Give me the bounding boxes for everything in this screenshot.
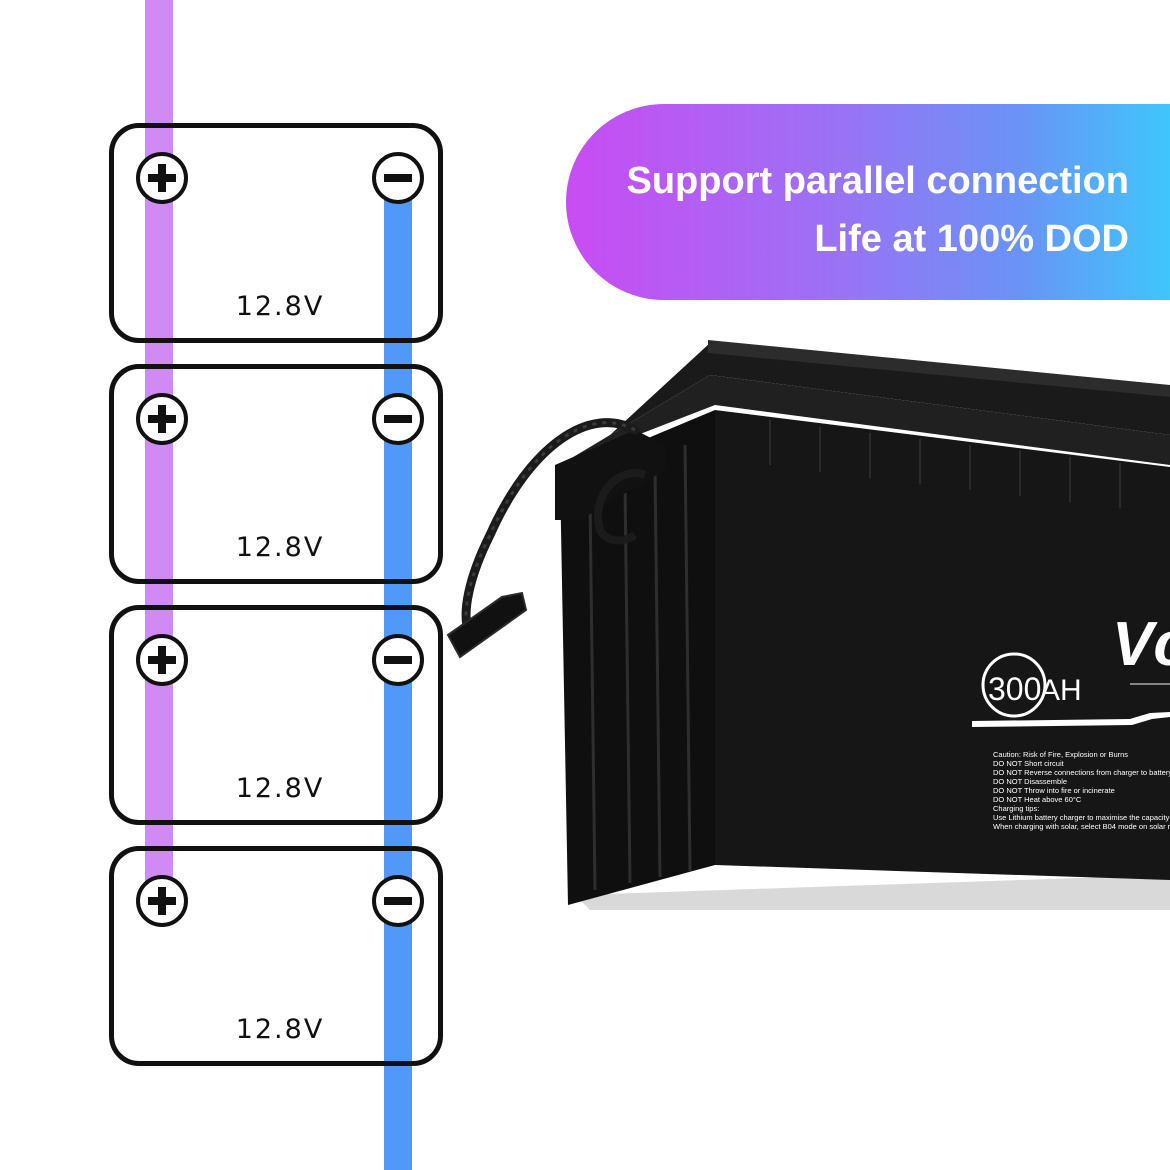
minus-terminal-icon xyxy=(372,875,424,927)
battery-cell-2: 12.8V xyxy=(109,364,443,584)
plus-terminal-icon xyxy=(136,393,188,445)
warning-line: DO NOT Throw into fire or incinerate xyxy=(993,786,1115,795)
capacity-number: 300 xyxy=(988,671,1041,707)
feature-banner: Support parallel connection Life at 100%… xyxy=(566,104,1170,300)
warning-line: Charging tips: xyxy=(993,804,1039,813)
warning-line: DO NOT Disassemble xyxy=(993,777,1067,786)
warning-line: When charging with solar, select B04 mod… xyxy=(993,822,1170,831)
warning-line: DO NOT Heat above 60°C xyxy=(993,795,1082,804)
warning-line: DO NOT Reverse connections from charger … xyxy=(993,768,1170,777)
banner-headline: Support parallel connection xyxy=(626,160,1130,202)
brand-logo-partial: Vc xyxy=(1112,610,1170,679)
warning-line: Use Lithium battery charger to maximise … xyxy=(993,813,1170,822)
cell-voltage-label: 12.8V xyxy=(235,532,325,563)
cell-voltage-label: 12.8V xyxy=(235,773,325,804)
minus-terminal-icon xyxy=(372,393,424,445)
minus-terminal-icon xyxy=(372,634,424,686)
minus-terminal-icon xyxy=(372,152,424,204)
battery-cell-4: 12.8V xyxy=(109,846,443,1066)
warning-line: DO NOT Short circuit xyxy=(993,759,1065,768)
battery-cell-3: 12.8V xyxy=(109,605,443,825)
banner-subline: Life at 100% DOD xyxy=(814,218,1129,260)
plus-terminal-icon xyxy=(136,152,188,204)
plus-terminal-icon xyxy=(136,634,188,686)
cell-voltage-label: 12.8V xyxy=(235,1014,325,1045)
battery-cell-1: 12.8V xyxy=(109,123,443,343)
plus-terminal-icon xyxy=(136,875,188,927)
capacity-unit: AH xyxy=(1040,674,1082,707)
warning-line: Caution: Risk of Fire, Explosion or Burn… xyxy=(993,750,1128,759)
battery-product-photo: 300 AH Vc Caution: Risk of Fire, Explosi… xyxy=(446,340,1170,910)
cell-voltage-label: 12.8V xyxy=(235,291,325,322)
